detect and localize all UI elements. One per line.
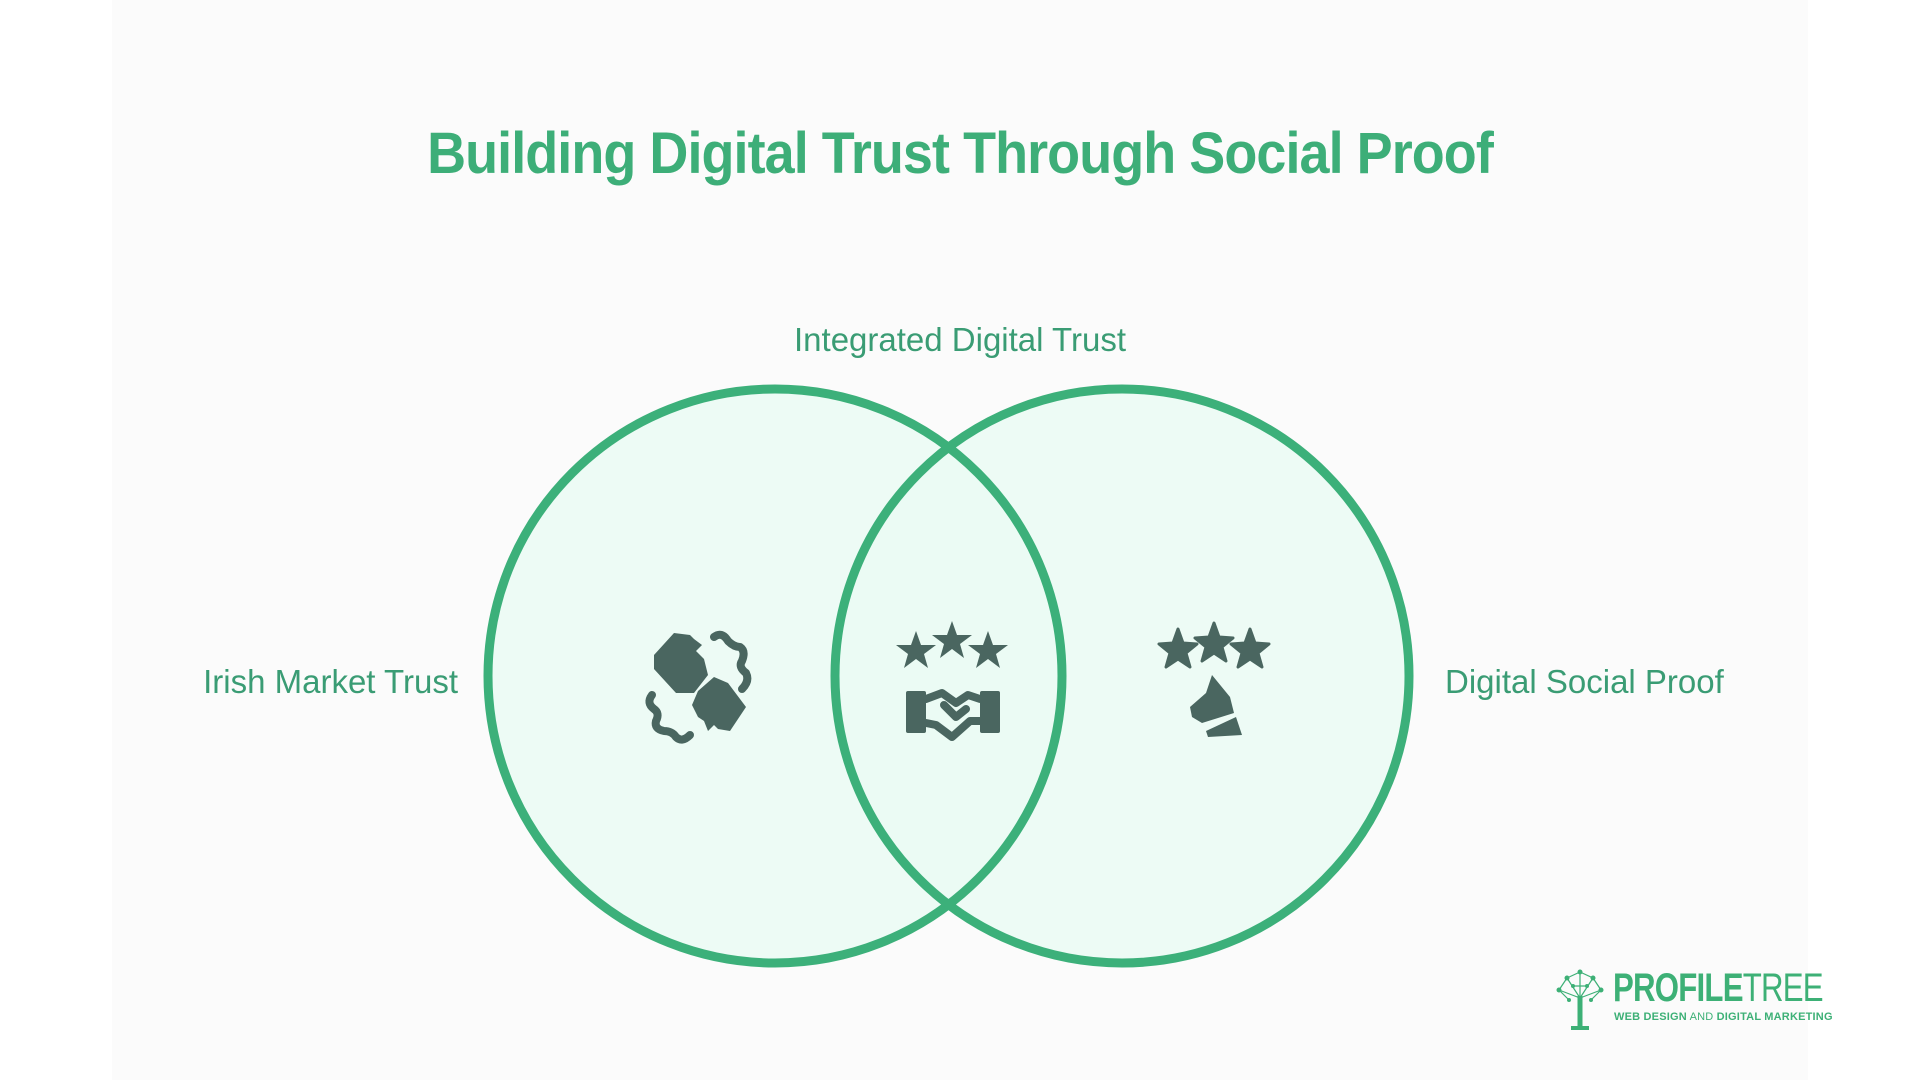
venn-circle-right xyxy=(835,389,1409,963)
label-irish-market-trust: Irish Market Trust xyxy=(203,663,458,700)
venn-circle-left-outline xyxy=(483,384,1067,968)
logo-tagline-part3: DIGITAL MARKETING xyxy=(1716,1011,1833,1023)
logo-tagline: WEB DESIGN AND DIGITAL MARKETING xyxy=(1614,1010,1833,1024)
page-title-text: Building Digital Trust Through Social Pr… xyxy=(427,121,1494,186)
puzzle-connection-icon xyxy=(632,617,762,747)
logo-name-bold: PROFILE xyxy=(1613,966,1744,1010)
stars-rating-hand-icon xyxy=(1156,617,1286,747)
logo-tagline-part2: AND xyxy=(1689,1011,1714,1023)
label-integrated-digital-trust: Integrated Digital Trust xyxy=(794,321,1126,358)
logo-tagline-part1: WEB DESIGN xyxy=(1614,1011,1687,1023)
page-title: Building Digital Trust Through Social Pr… xyxy=(0,118,1920,190)
profiletree-logo: PROFILETREE WEB DESIGN AND DIGITAL MARKE… xyxy=(1553,966,1833,1032)
label-digital-social-proof: Digital Social Proof xyxy=(1445,663,1724,700)
venn-circle-right-outline xyxy=(830,384,1414,968)
logo-wordmark: PROFILETREE xyxy=(1613,966,1882,1010)
stars-handshake-icon xyxy=(894,617,1024,747)
tree-logo-icon xyxy=(1556,969,1604,1030)
logo-name-thin: TREE xyxy=(1742,966,1824,1010)
